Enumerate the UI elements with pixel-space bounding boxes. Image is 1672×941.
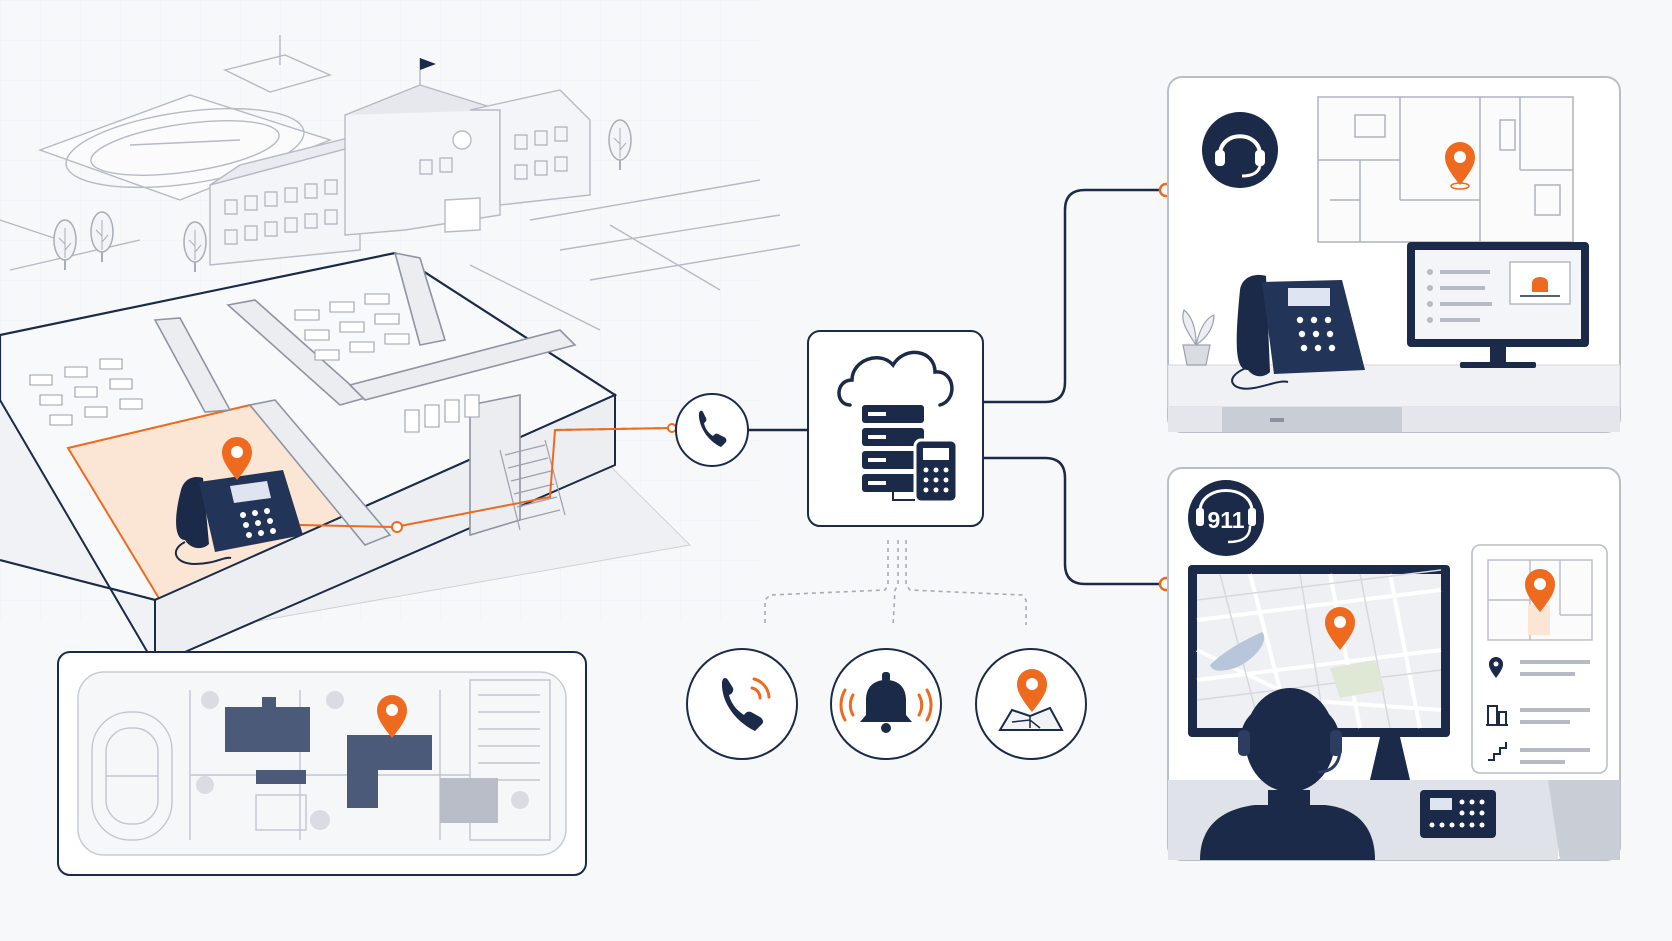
cloud-server-icon xyxy=(807,330,984,527)
building-floor-cutaway xyxy=(0,251,692,669)
running-track xyxy=(37,94,333,201)
building-block-main xyxy=(225,707,310,752)
alarm-bell-icon xyxy=(830,648,942,760)
building-windows xyxy=(224,126,568,245)
dispatch-connectors xyxy=(983,188,1163,586)
call-signal-path xyxy=(299,423,677,533)
dispatch-map-monitor xyxy=(1188,565,1450,780)
notification-branch-lines xyxy=(764,540,1027,626)
location-info-card xyxy=(1471,544,1608,774)
phone-handset-icon xyxy=(675,393,749,467)
desk-phone-icon xyxy=(1231,274,1365,390)
desk-phone-icon xyxy=(174,470,303,566)
address-row xyxy=(1489,657,1590,678)
emergency-911-badge: 911 xyxy=(1188,480,1264,556)
monitor-icon xyxy=(1407,242,1589,368)
campus-site-map-panel xyxy=(57,651,587,876)
headset-icon xyxy=(1202,112,1278,188)
potted-plant-icon xyxy=(1182,309,1215,366)
emergency-911-label: 911 xyxy=(1207,507,1244,533)
building-row xyxy=(1486,705,1590,726)
school-building-icon xyxy=(209,58,591,266)
sports-court xyxy=(222,54,333,93)
caller-building-block xyxy=(347,735,432,808)
front-desk-monitoring-panel xyxy=(1167,76,1621,433)
map-location-icon xyxy=(975,648,1087,760)
desk-phone-icon xyxy=(1420,790,1496,838)
floor-row xyxy=(1488,742,1590,764)
ringing-phone-icon xyxy=(686,648,798,760)
school-campus-sketch xyxy=(0,35,801,331)
classroom-desks xyxy=(29,293,480,433)
stairwell xyxy=(499,439,566,531)
floor-plan-diagram xyxy=(1317,96,1574,243)
site-lines xyxy=(469,179,801,331)
emergency-dispatch-panel: 911 xyxy=(1167,467,1621,861)
